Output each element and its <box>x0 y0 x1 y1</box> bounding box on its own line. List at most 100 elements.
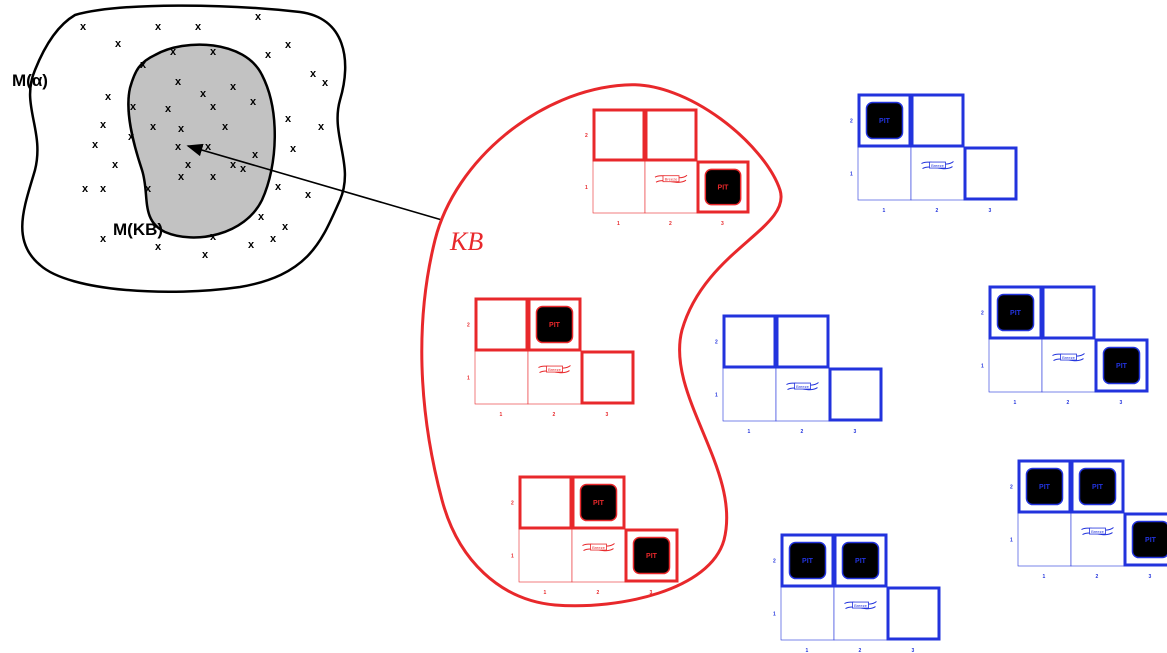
col-tick-label: 1 <box>544 590 547 596</box>
pit-icon <box>788 541 827 580</box>
model-point: x <box>282 221 289 233</box>
breeze-label: Breeze <box>665 177 678 182</box>
col-tick-label: 2 <box>553 412 556 418</box>
grid-cell-visited <box>518 528 573 583</box>
model-point: x <box>202 249 209 261</box>
grid-cell-frontier <box>857 93 912 148</box>
pit-label: PIT <box>549 322 561 329</box>
grid-cell-frontier <box>518 475 573 530</box>
model-point: x <box>210 46 217 58</box>
pit-label: PIT <box>1145 537 1157 544</box>
grid-cell-visited <box>592 160 646 214</box>
grid-cell-visited <box>775 367 830 422</box>
grid-cell-frontier <box>722 314 777 369</box>
grid-cell-frontier <box>571 475 626 530</box>
pit-label: PIT <box>879 118 891 125</box>
outer-models-label: M(α) <box>12 71 48 90</box>
row-tick-label: 1 <box>850 172 853 178</box>
breeze-icon: Breeze <box>538 365 571 374</box>
model-point: x <box>275 181 282 193</box>
col-tick-label: 1 <box>500 412 503 418</box>
grid-cell-frontier <box>910 93 965 148</box>
pit-icon <box>996 293 1035 332</box>
col-tick-label: 1 <box>1014 400 1017 406</box>
row-tick-label: 1 <box>981 364 984 370</box>
model-point: x <box>150 121 157 133</box>
pit-label: PIT <box>646 553 658 560</box>
model-point: x <box>112 159 119 171</box>
pit-icon <box>632 536 671 575</box>
model-point: x <box>210 171 217 183</box>
model-point: x <box>250 96 257 108</box>
model-point: x <box>178 171 185 183</box>
model-point: x <box>80 21 87 33</box>
model-point: x <box>105 91 112 103</box>
row-tick-label: 2 <box>715 340 718 346</box>
breeze-icon: Breeze <box>1081 527 1114 536</box>
grid-cell-frontier <box>1094 338 1149 393</box>
col-tick-label: 2 <box>1096 574 1099 580</box>
model-point: x <box>258 211 265 223</box>
grid-cell-frontier <box>988 285 1043 340</box>
grid-cell-frontier <box>644 108 698 162</box>
model-point: x <box>205 141 212 153</box>
row-tick-label: 1 <box>511 554 514 560</box>
grid-cell-frontier <box>828 367 883 422</box>
breeze-label: Breeze <box>796 384 809 389</box>
grid-cell-frontier <box>527 297 582 352</box>
model-point: x <box>100 233 107 245</box>
model-point: x <box>82 183 89 195</box>
pit-icon <box>579 483 618 522</box>
pit-icon <box>535 305 574 344</box>
col-tick-label: 2 <box>936 208 939 214</box>
grid-cell-frontier <box>696 160 750 214</box>
grid-cell-frontier <box>833 533 888 588</box>
col-tick-label: 3 <box>989 208 992 214</box>
breeze-icon: Breeze <box>786 382 819 391</box>
breeze-label: Breeze <box>548 367 561 372</box>
row-tick-label: 2 <box>511 501 514 507</box>
col-tick-label: 3 <box>721 221 724 227</box>
row-tick-label: 1 <box>715 393 718 399</box>
grid-cell-frontier <box>1123 512 1167 567</box>
breeze-label: Breeze <box>931 163 944 168</box>
model-point: x <box>285 39 292 51</box>
grid-cell-frontier <box>1017 459 1072 514</box>
grid-cell-frontier <box>780 533 835 588</box>
col-tick-label: 1 <box>883 208 886 214</box>
breeze-label: Breeze <box>854 603 867 608</box>
row-tick-label: 2 <box>585 133 588 139</box>
col-tick-label: 3 <box>606 412 609 418</box>
col-tick-label: 3 <box>1120 400 1123 406</box>
col-tick-label: 2 <box>859 648 862 653</box>
kb-label: KB <box>449 227 483 256</box>
model-point: x <box>100 119 107 131</box>
row-tick-label: 1 <box>1010 538 1013 544</box>
pit-label: PIT <box>1092 484 1104 491</box>
col-tick-label: 2 <box>801 429 804 435</box>
model-point: x <box>210 101 217 113</box>
model-point: x <box>155 241 162 253</box>
model-point: x <box>322 77 329 89</box>
row-tick-label: 2 <box>1010 485 1013 491</box>
model-point: x <box>318 121 325 133</box>
model-point: x <box>240 163 247 175</box>
breeze-label: Breeze <box>592 545 605 550</box>
model-point: x <box>222 121 229 133</box>
pit-icon <box>841 541 880 580</box>
grid-cell-visited <box>1041 338 1096 393</box>
col-tick-label: 1 <box>806 648 809 653</box>
grid-cell-frontier <box>580 350 635 405</box>
model-point: x <box>140 59 147 71</box>
pit-icon <box>1102 346 1141 385</box>
model-point: x <box>310 68 317 80</box>
model-point: x <box>290 143 297 155</box>
model-point: x <box>165 103 172 115</box>
